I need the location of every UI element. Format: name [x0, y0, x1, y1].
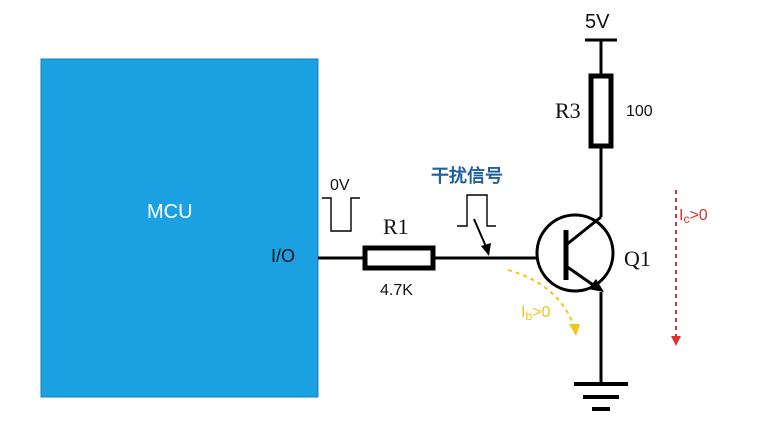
ic-arrow-head — [671, 336, 681, 346]
ib-label: Ib>0 — [521, 304, 550, 323]
emitter-arrow-icon — [588, 279, 604, 292]
noise-pulse-waveform — [457, 194, 496, 227]
ib-current-arrow — [507, 269, 575, 327]
transistor-name: Q1 — [624, 246, 651, 271]
ic-label: Ic>0 — [679, 207, 708, 226]
mcu-block — [40, 58, 319, 398]
noise-signal-label: 干扰信号 — [431, 165, 503, 186]
r1-value: 4.7K — [380, 282, 413, 299]
transistor-collector-lead — [565, 215, 602, 247]
r3-value: 100 — [626, 103, 653, 120]
r1-resistor — [362, 245, 436, 271]
supply-label: 5V — [585, 11, 610, 33]
low-pulse-waveform — [322, 197, 360, 232]
noise-arrow — [473, 218, 488, 250]
ib-arrow-head — [569, 324, 580, 336]
low-pulse-label: 0V — [330, 177, 350, 194]
transistor-emitter-lead — [565, 264, 597, 289]
r3-name: R3 — [555, 98, 581, 123]
mcu-label: MCU — [147, 201, 193, 223]
io-pin-label: I/O — [271, 246, 295, 266]
noise-arrow-head — [481, 243, 491, 256]
r3-resistor — [588, 73, 614, 149]
transistor-body — [535, 213, 615, 293]
r1-name: R1 — [383, 214, 409, 239]
ground-icon — [574, 382, 628, 411]
